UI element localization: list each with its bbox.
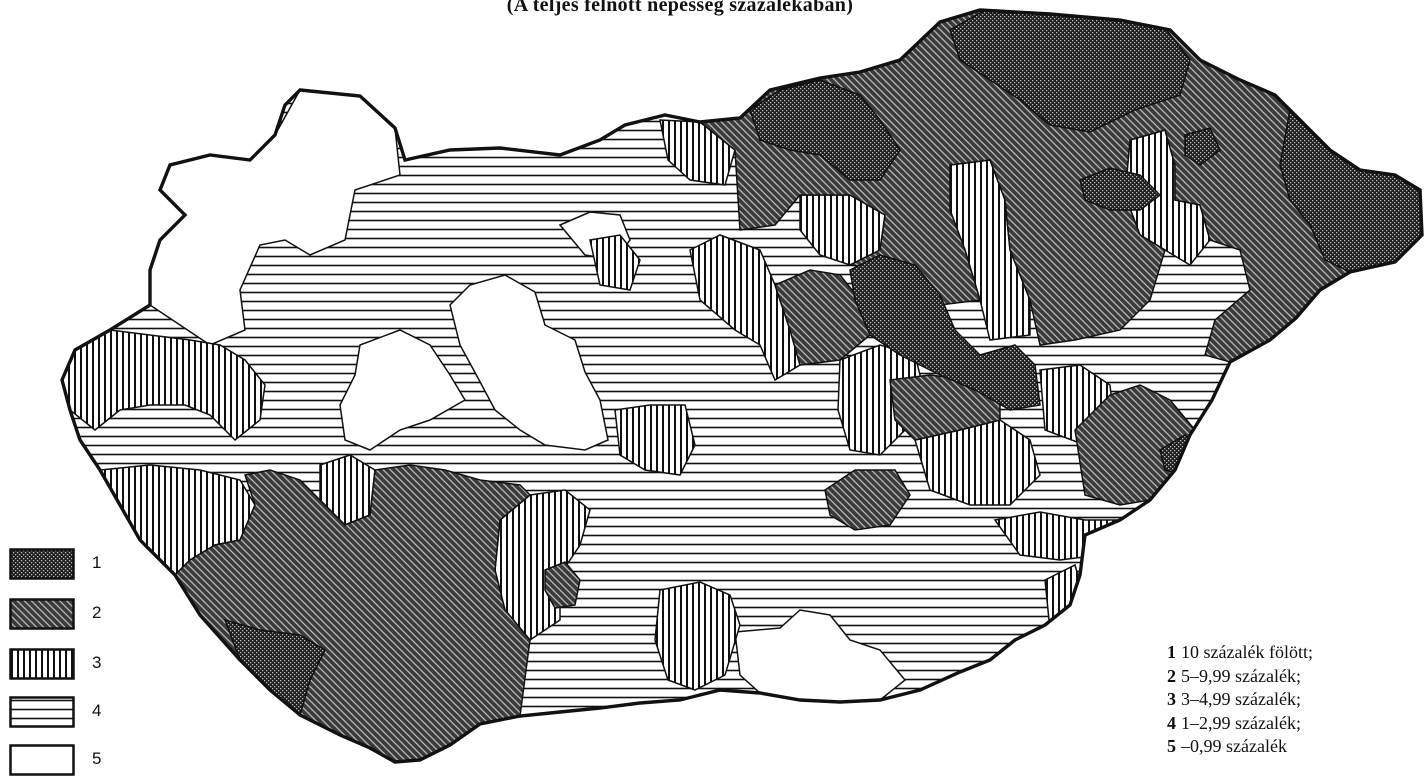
region-cat5-balaton — [339, 329, 467, 451]
region-cat3-south-east — [654, 581, 741, 691]
region-cat2-small1 — [824, 469, 911, 531]
explanation-number: 3 — [1167, 689, 1176, 709]
explanation-number: 1 — [1167, 642, 1176, 662]
explanation-text: 10 százalék fölött; — [1181, 642, 1313, 662]
legend-number: 1 — [92, 553, 102, 572]
legend-swatch-crosshatch — [9, 548, 75, 580]
region-cat3-north2 — [589, 234, 641, 291]
legend-number: 2 — [92, 603, 102, 622]
explanation-number: 2 — [1167, 665, 1176, 686]
region-cat1-northwest — [749, 79, 901, 181]
legend-swatch-diagonal — [9, 598, 75, 630]
region-cat5-budapest — [449, 274, 609, 451]
explanation-line-5: 5–0,99 százalék — [1167, 735, 1417, 759]
map-subtitle: (A teljes felnőtt népesség százalékában) — [506, 0, 854, 16]
explanation-text: 5–9,99 százalék; — [1181, 665, 1301, 686]
region-cat1-east-small — [1079, 167, 1162, 211]
legend-number: 5 — [92, 749, 102, 768]
region-cat1-east-dot — [1184, 127, 1221, 166]
explanation-number: 5 — [1167, 736, 1176, 756]
explanation-text: 1–2,99 százalék; — [1181, 712, 1301, 733]
explanation-text: –0,99 százalék — [1181, 736, 1287, 756]
legend-number: 4 — [92, 701, 102, 720]
region-cat3-west — [62, 329, 266, 442]
legend-number: 3 — [92, 653, 102, 672]
explanation-number: 4 — [1167, 712, 1176, 733]
region-cat3-center — [614, 404, 696, 476]
explanation-text: 3–4,99 százalék; — [1181, 689, 1301, 709]
region-cat1-center — [849, 254, 1041, 411]
legend-swatch-blank — [9, 744, 75, 776]
legend-swatch-horizontal — [9, 696, 75, 728]
legend-swatch-vertical — [9, 648, 75, 680]
region-cat2-small2 — [544, 561, 581, 609]
